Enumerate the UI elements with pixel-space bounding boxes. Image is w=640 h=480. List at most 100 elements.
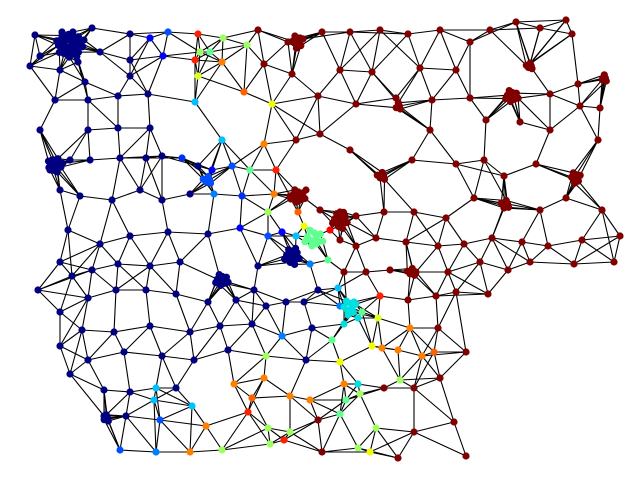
graph-node (486, 26, 494, 34)
graph-node (114, 92, 122, 100)
graph-edge (317, 95, 321, 135)
graph-node (56, 342, 64, 350)
graph-edge (149, 261, 181, 267)
graph-edge (207, 193, 215, 235)
graph-edge (339, 29, 381, 71)
graph-edge (309, 383, 345, 401)
graph-edge (515, 21, 527, 66)
graph-node (334, 284, 342, 292)
graph-edge (193, 325, 221, 361)
graph-node (378, 344, 386, 352)
graph-node (260, 140, 268, 148)
graph-node (497, 199, 505, 207)
graph-edge (81, 297, 89, 331)
graph-node (66, 370, 74, 378)
graph-edge (384, 159, 413, 180)
graph-node (248, 320, 256, 328)
graph-node (202, 422, 210, 430)
graph-edge (413, 351, 435, 389)
graph-edge (257, 29, 265, 65)
graph-edge (365, 271, 381, 297)
graph-edge (87, 129, 91, 161)
graph-node (562, 16, 570, 24)
graph-node (336, 66, 344, 74)
graph-edge (419, 67, 457, 71)
graph-edge (221, 139, 233, 167)
graph-node (232, 296, 240, 304)
graph-node (380, 208, 388, 216)
graph-edge (384, 178, 415, 213)
graph-edge (59, 261, 93, 271)
graph-edge (239, 195, 243, 229)
graph-edge (275, 169, 296, 191)
graph-edge (175, 359, 195, 389)
graph-node (236, 224, 244, 232)
graph-node (287, 195, 295, 203)
graph-edge (123, 351, 131, 393)
graph-node (576, 171, 584, 179)
graph-edge (271, 95, 319, 105)
graph-edge (71, 243, 101, 277)
graph-edge (111, 189, 141, 201)
graph-edge (175, 293, 209, 303)
graph-edge (227, 349, 235, 385)
graph-node (562, 194, 570, 202)
graph-edge (463, 243, 481, 263)
graph-node (428, 96, 436, 104)
graph-node (264, 424, 272, 432)
graph-node (410, 428, 418, 436)
graph-edge (355, 97, 397, 105)
graph-edge (305, 339, 333, 361)
graph-node (292, 232, 300, 240)
graph-node (569, 169, 577, 177)
graph-edge (221, 44, 248, 63)
graph-edge (319, 133, 351, 151)
graph-node (199, 175, 207, 183)
graph-node (219, 34, 227, 42)
graph-node (26, 62, 34, 70)
graph-node (116, 154, 124, 162)
graph-node (314, 92, 322, 100)
graph-edge (397, 349, 423, 357)
graph-edge (411, 129, 431, 161)
graph-edge (397, 431, 415, 459)
graph-edge (413, 377, 441, 389)
graph-edge (84, 81, 119, 97)
graph-edge (257, 261, 291, 267)
graph-edge (547, 239, 583, 247)
graph-node (301, 238, 309, 246)
graph-node (56, 258, 64, 266)
graph-node (191, 56, 199, 64)
graph-edge (39, 40, 58, 57)
graph-edge (379, 177, 385, 213)
graph-node (218, 58, 226, 66)
graph-edge (473, 159, 485, 199)
graph-node (51, 96, 59, 104)
graph-edge (300, 31, 323, 47)
graph-edge (381, 327, 411, 349)
graph-node (292, 244, 300, 252)
graph-node (600, 71, 608, 79)
graph-node (336, 236, 344, 244)
graph-edge (529, 27, 541, 65)
graph-edge (407, 33, 421, 69)
graph-edge (489, 21, 517, 31)
graph-node (84, 96, 92, 104)
graph-node (306, 260, 314, 268)
graph-node (484, 290, 492, 298)
graph-node (528, 65, 536, 73)
graph-edge (289, 395, 319, 421)
graph-edge (529, 33, 573, 65)
graph-edge (379, 29, 421, 69)
graph-edge (205, 425, 223, 451)
graph-edge (469, 97, 487, 121)
graph-edge (162, 51, 201, 57)
graph-node (354, 380, 362, 388)
graph-node (104, 417, 112, 425)
graph-edge (219, 299, 237, 327)
graph-edge (547, 245, 575, 265)
graph-edge (506, 199, 541, 211)
graph-edge (275, 139, 297, 171)
graph-edge (197, 61, 223, 77)
graph-edge (343, 271, 347, 302)
